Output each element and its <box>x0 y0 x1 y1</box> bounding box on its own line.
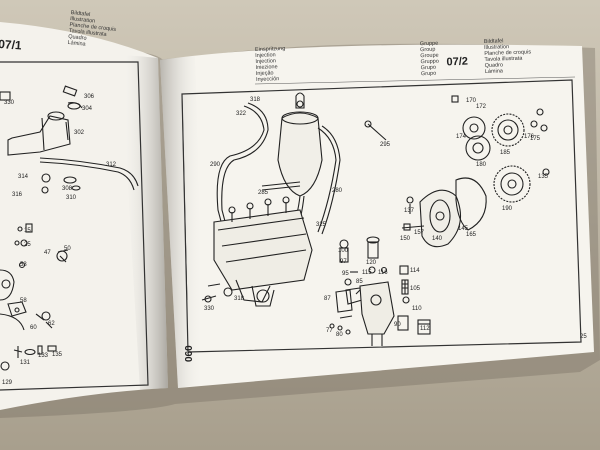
right-callout: 157 <box>414 230 425 236</box>
right-callout: 322 <box>236 111 247 117</box>
left-callout: 310 <box>66 195 77 201</box>
right-caption-1: Illustration <box>484 44 509 51</box>
right-callout: 112 <box>420 326 430 332</box>
left-group-number: 07/1 <box>0 37 22 53</box>
right-callout: 325 <box>316 222 327 228</box>
right-group-0: Gruppe <box>420 41 439 48</box>
right-callout: 185 <box>500 150 511 156</box>
left-drawing <box>0 85 139 371</box>
right-group-2: Groupe <box>420 53 439 60</box>
left-callout: 58 <box>20 298 27 304</box>
left-callout: 47 <box>44 250 51 256</box>
right-callout: 120 <box>366 260 377 266</box>
right-callout: 318 <box>250 97 261 103</box>
left-caption-4: Quadro <box>68 34 87 42</box>
right-callout: 176 <box>524 134 535 140</box>
right-drawing <box>201 92 550 346</box>
left-callout: 129 <box>2 380 13 386</box>
right-callout: 145 <box>458 226 469 232</box>
left-caption-1: Illustration <box>70 16 96 25</box>
left-page-text: 07/1 Bildtafel Illustration Planche de c… <box>0 10 117 386</box>
right-callout: 165 <box>466 232 477 238</box>
right-callout: 180 <box>476 162 487 168</box>
left-callout: 308 <box>62 186 73 192</box>
left-callout: 312 <box>106 162 117 168</box>
left-callout: 131 <box>20 360 31 366</box>
right-group-number: 07/2 <box>446 56 468 69</box>
right-callout: 318 <box>234 296 245 302</box>
right-section-5: Inyección <box>256 76 279 83</box>
right-callout: 97 <box>340 259 347 265</box>
right-callout: 110 <box>412 306 422 312</box>
right-callout: 285 <box>258 190 269 196</box>
left-callout: 302 <box>74 130 85 136</box>
right-page-code: 060 <box>184 345 195 362</box>
right-page-number: 25 <box>580 334 587 340</box>
right-callout: 174 <box>456 134 467 140</box>
right-caption-0: Bildtafel <box>484 38 504 45</box>
right-callout: 135 <box>538 174 549 180</box>
right-callout: 280 <box>332 188 343 194</box>
right-callout: 140 <box>432 236 443 242</box>
right-callout: 85 <box>356 279 363 285</box>
left-callout: 15 <box>24 228 31 234</box>
left-caption-5: Lámina <box>67 40 87 48</box>
left-callout: 330 <box>4 100 15 106</box>
left-callout: 316 <box>12 192 23 198</box>
right-callout: 115 <box>362 270 372 276</box>
right-callout: 170 <box>466 98 477 104</box>
right-callout: 105 <box>410 286 421 292</box>
right-callout: 290 <box>210 162 221 168</box>
right-group-5: Grupo <box>421 71 436 78</box>
left-callout: 135 <box>52 352 63 358</box>
right-callout: 90 <box>394 322 401 328</box>
right-callout: 172 <box>476 104 487 110</box>
left-callout: 304 <box>82 106 93 112</box>
left-callout: 53 <box>20 262 27 268</box>
right-callout: 87 <box>324 296 331 302</box>
left-caption-3: Tavola illustrata <box>69 28 108 38</box>
right-callout: 295 <box>380 142 391 148</box>
left-callout: 60 <box>30 325 37 331</box>
left-callout: 133 <box>38 353 49 359</box>
left-callout: 306 <box>84 94 95 100</box>
right-section-2: Injection <box>255 58 276 65</box>
right-group-4: Grupo <box>421 65 436 72</box>
right-caption-3: Tavola illustrata <box>484 56 523 63</box>
right-callout: 190 <box>502 206 513 212</box>
right-callout: 330 <box>204 306 215 312</box>
right-callout: 137 <box>404 208 415 214</box>
right-callout: 100 <box>338 248 349 254</box>
right-caption-4: Quadro <box>485 62 504 69</box>
left-callout: 314 <box>18 174 29 180</box>
right-callout: 77 <box>326 328 333 334</box>
right-section-4: Injeção <box>256 70 274 77</box>
right-callout: 114 <box>410 268 420 274</box>
right-caption-2: Planche de croquis <box>484 49 531 57</box>
right-callout: 175 <box>530 136 541 142</box>
left-callout: 25 <box>24 242 31 248</box>
right-page <box>160 44 594 388</box>
left-callout: 62 <box>48 321 55 327</box>
right-section-0: Einspritzung <box>255 46 285 53</box>
right-callout: 80 <box>336 332 343 338</box>
right-section-1: Injection <box>255 52 276 59</box>
right-callout: 150 <box>400 236 411 242</box>
right-section-3: Iniezione <box>256 64 278 71</box>
left-callout: 50 <box>64 246 71 252</box>
right-group-1: Group <box>420 47 435 54</box>
left-caption-2: Planche de croquis <box>69 22 116 33</box>
right-page-text: Einspritzung Injection Injection Iniezio… <box>184 38 587 362</box>
left-caption-0: Bildtafel <box>70 10 90 18</box>
right-callout: 116 <box>378 270 388 276</box>
right-callout: 95 <box>342 271 349 277</box>
right-caption-5: Lámina <box>485 68 504 75</box>
right-group-3: Gruppo <box>420 59 439 66</box>
